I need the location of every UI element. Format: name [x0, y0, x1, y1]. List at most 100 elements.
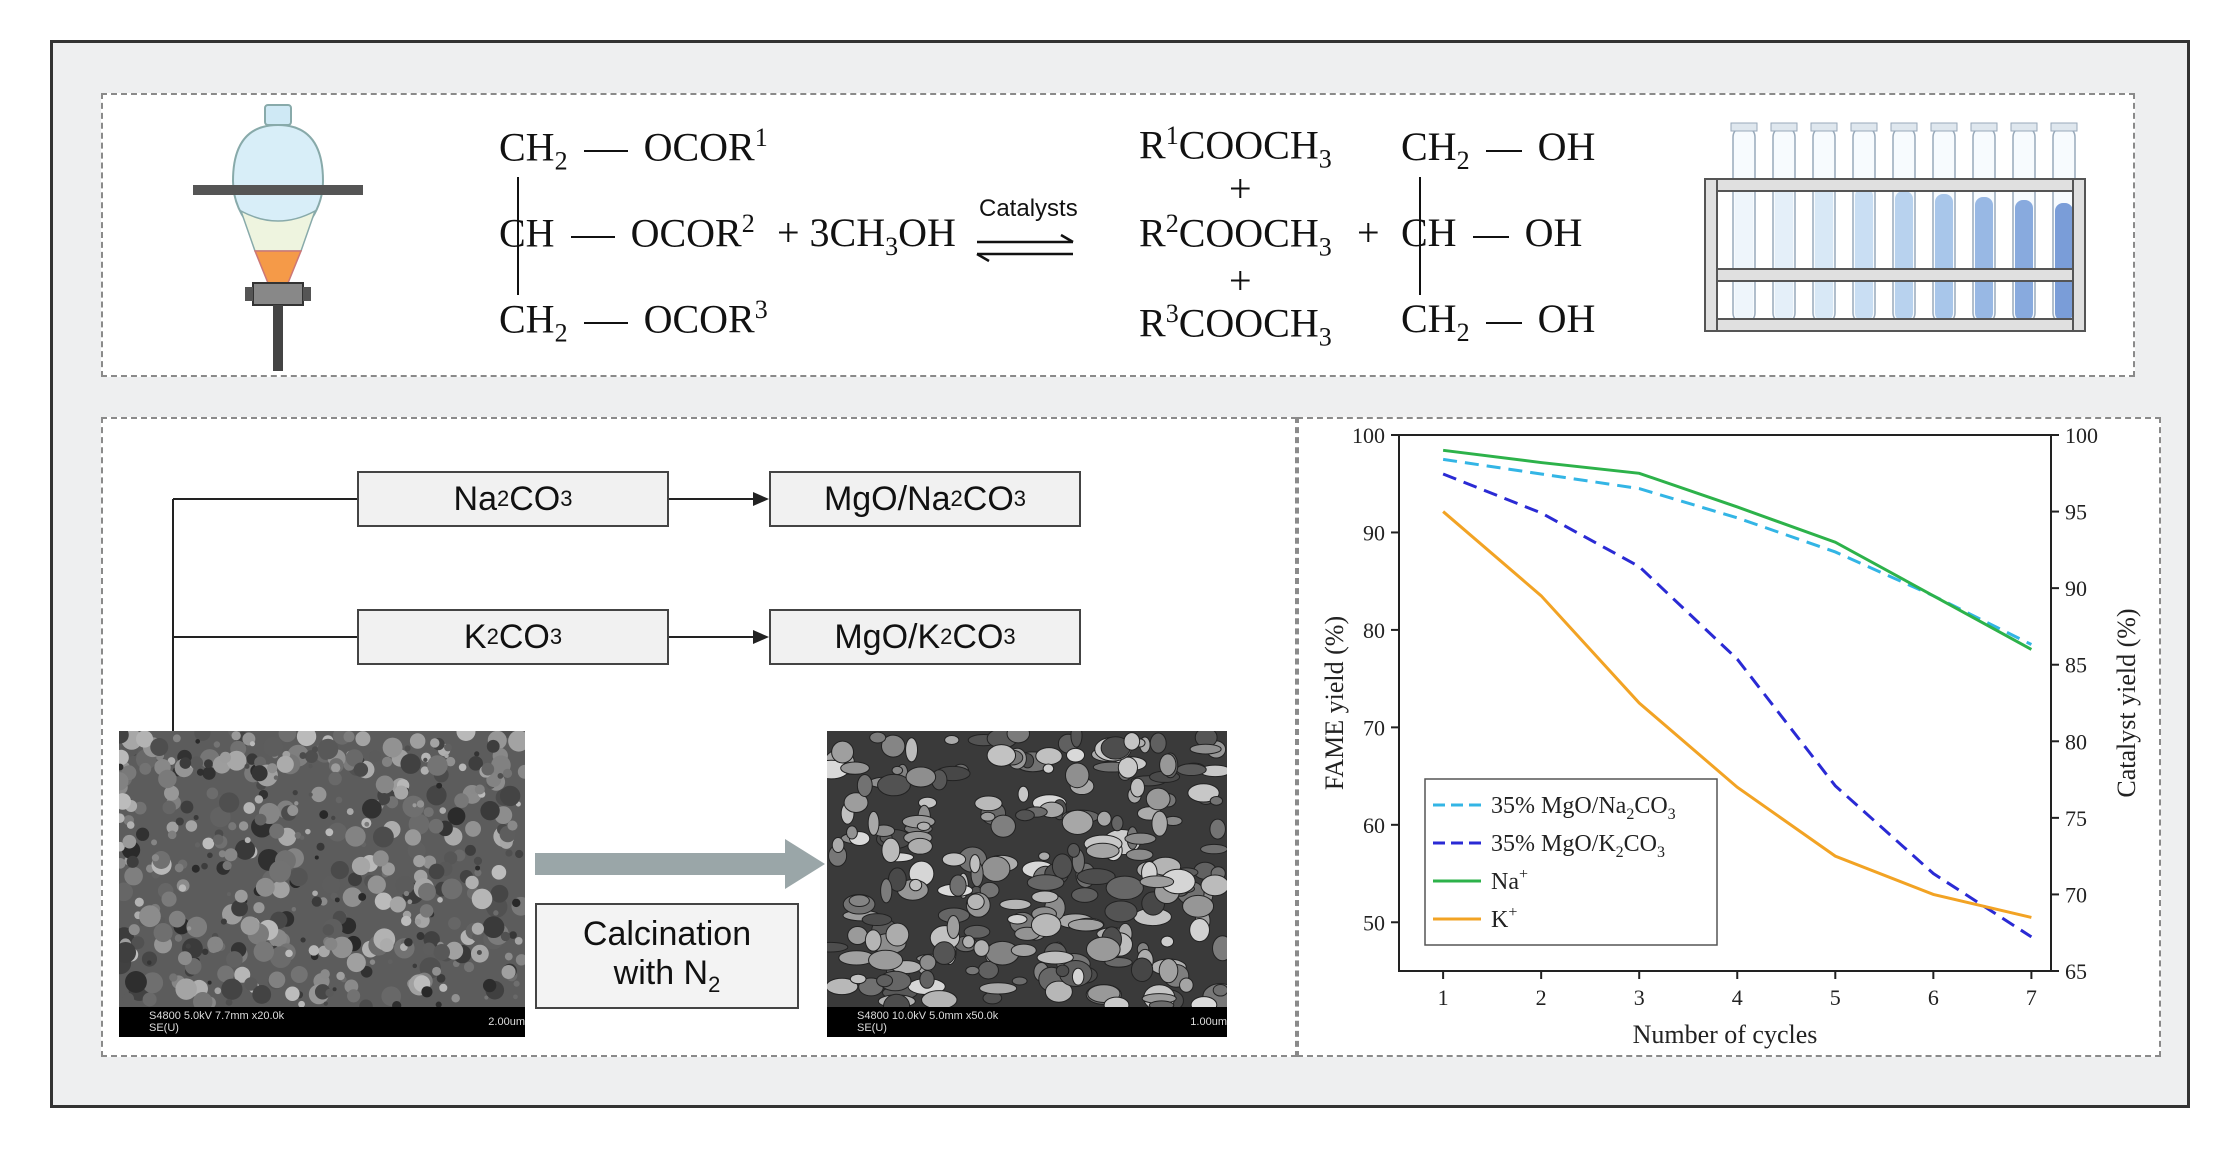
sem-particle — [316, 842, 325, 851]
sem-particle — [484, 995, 489, 1000]
legend-label: 35% MgO/K2CO3 — [1491, 831, 1665, 861]
sem-particle — [218, 792, 240, 813]
x-tick-label: 7 — [2026, 985, 2037, 1010]
sem-crystal — [869, 731, 887, 744]
sem-particle — [324, 937, 338, 951]
series-line-na — [1442, 448, 2033, 651]
sem-crystal — [1212, 983, 1227, 997]
sem-particle — [267, 763, 278, 774]
sem-particle — [122, 834, 137, 849]
sem-particle — [430, 738, 440, 748]
sem-particle — [515, 954, 525, 966]
sem-particle — [269, 860, 292, 883]
sem-particle — [139, 762, 152, 775]
sem-particle — [381, 756, 393, 768]
sem-particle — [499, 785, 521, 807]
sem-particle — [273, 775, 279, 780]
sem-crystal — [877, 773, 911, 797]
sem-particle — [252, 985, 272, 1004]
sem-particle — [482, 916, 505, 939]
sem-crystal — [1071, 887, 1099, 903]
ester-1: R1COOCH3 — [1139, 121, 1332, 174]
sem-crystal — [932, 941, 956, 965]
test-tube-rim — [1810, 122, 1838, 132]
triglyceride-row-1: CH2 OCOR1 — [499, 123, 768, 176]
legend-label: Na+ — [1491, 866, 1528, 895]
sem-crystal — [919, 954, 937, 971]
sem-particle — [331, 815, 336, 821]
sem-particle — [240, 916, 260, 936]
sem-particle — [416, 800, 425, 808]
sem-particle — [404, 937, 413, 947]
sem-particle — [379, 938, 394, 953]
sem-particle — [178, 884, 187, 892]
sem-particle — [213, 741, 221, 748]
sem-particle — [403, 890, 410, 897]
y-right-axis-label: Catalyst yield (%) — [2112, 608, 2141, 797]
y-left-tick-label: 100 — [1352, 423, 1385, 448]
sem-particle — [435, 1001, 442, 1008]
sem-particle — [225, 998, 233, 1006]
calcination-box: Calcination with N2 — [535, 903, 799, 1009]
sem-particle — [254, 813, 267, 826]
sem-particle — [486, 772, 502, 788]
sem-particle — [234, 966, 251, 983]
sem-particle — [174, 934, 183, 942]
sem-crystal — [1051, 853, 1073, 879]
sem-particle — [507, 820, 518, 831]
sem-crystal — [847, 926, 869, 946]
sem-particle — [185, 820, 198, 832]
sem-particle — [475, 865, 481, 871]
sem-particle — [444, 743, 452, 752]
sem-crystal — [1159, 753, 1177, 777]
sem-particle — [292, 790, 298, 796]
sem-image-catalyst: S4800 10.0kV 5.0mm x50.0k SE(U)1.00um — [827, 731, 1227, 1037]
sem-particle — [244, 977, 258, 991]
sem-particle — [126, 821, 135, 829]
sem-crystal — [946, 915, 961, 939]
glycerol-row-3: CH2 OH — [1401, 296, 1596, 347]
y-right-tick-label: 85 — [2065, 653, 2087, 678]
sem-particle — [491, 865, 507, 880]
sem-particle — [517, 764, 525, 779]
sem-particle — [175, 978, 197, 1000]
sem-particle — [186, 926, 192, 931]
sem-crystal — [1055, 964, 1070, 978]
sem-particle — [372, 850, 389, 867]
sem-particle — [311, 746, 319, 753]
sem-particle — [480, 800, 500, 821]
sem-particle — [493, 910, 499, 916]
sem-particle — [193, 815, 199, 821]
y-right-tick-label: 95 — [2065, 500, 2087, 525]
sem-particle — [387, 959, 393, 965]
test-tube-liquid — [1975, 197, 1993, 321]
sem-crystal — [981, 855, 1011, 882]
sem-crystal — [1085, 936, 1121, 962]
sem-particle — [465, 875, 479, 890]
sem-crystal — [1151, 810, 1168, 837]
sem-crystal — [1017, 785, 1030, 803]
sem-particle — [407, 841, 426, 860]
sem-crystal — [905, 766, 937, 788]
sem-particle — [472, 932, 481, 942]
sem-particle — [374, 892, 393, 910]
sem-crystal — [880, 734, 906, 758]
sem-particle — [153, 922, 173, 943]
sem-particle — [381, 862, 395, 876]
y-left-tick-label: 50 — [1363, 910, 1385, 935]
test-tube-liquid — [2055, 203, 2073, 321]
sem-particle — [290, 966, 308, 984]
sem-particle — [296, 731, 317, 747]
sem-crystal — [979, 982, 1018, 995]
sem-particle — [231, 899, 248, 917]
sem-texture-crystals — [827, 731, 1227, 1020]
sem-crystal — [974, 795, 1003, 812]
sem-particle — [394, 785, 409, 800]
plus-sign: + — [1229, 166, 1252, 211]
sem-particle — [195, 739, 201, 744]
sem-particle — [164, 785, 180, 801]
sem-crystal — [1145, 787, 1171, 811]
sem-particle — [468, 756, 483, 771]
sem-particle — [476, 949, 482, 955]
